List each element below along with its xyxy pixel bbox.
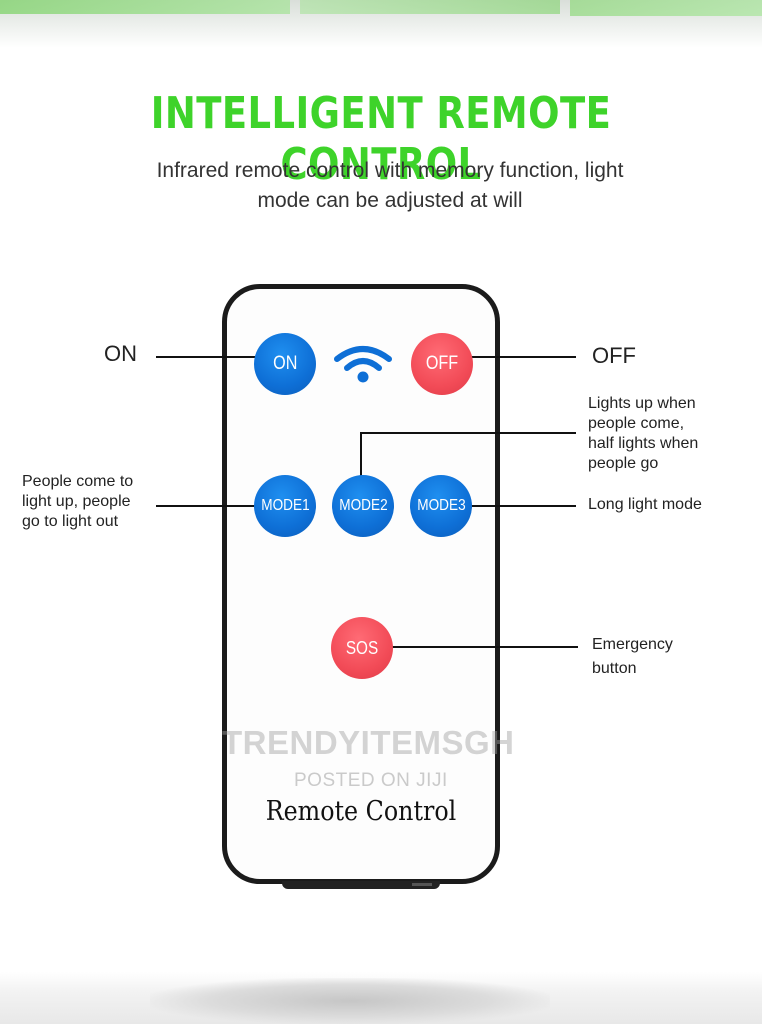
leader-line-mode2-vertical bbox=[360, 433, 362, 483]
callout-mode2-line-1: Lights up when bbox=[588, 395, 696, 412]
leader-line-mode1 bbox=[156, 505, 256, 507]
leader-line-mode2-horizontal bbox=[360, 432, 576, 434]
callout-sos-line-2: button bbox=[592, 660, 637, 677]
callout-mode3: Long light mode bbox=[588, 496, 702, 513]
remote-notch bbox=[412, 883, 432, 886]
leader-line-mode3 bbox=[470, 505, 576, 507]
callout-mode1-line-3: go to light out bbox=[22, 513, 119, 530]
off-button[interactable]: OFF bbox=[411, 333, 473, 395]
leader-line-sos bbox=[390, 646, 578, 648]
remote-label: Remote Control bbox=[265, 796, 457, 827]
callout-on: ON bbox=[104, 341, 137, 366]
callout-mode2: Lights up when people come, half lights … bbox=[588, 394, 698, 474]
top-strip-green-3 bbox=[570, 0, 762, 16]
leader-line-on bbox=[156, 356, 260, 358]
callout-mode1-line-1: People come to bbox=[22, 473, 134, 490]
sos-button[interactable]: SOS bbox=[331, 617, 393, 679]
subline-line-2: mode can be adjusted at will bbox=[257, 189, 523, 212]
mode1-button-label: MODE1 bbox=[260, 497, 310, 514]
mode2-button[interactable]: MODE2 bbox=[332, 475, 394, 537]
callout-mode2-line-2: people come, bbox=[588, 415, 685, 432]
top-strip-green-1 bbox=[0, 0, 290, 14]
watermark-brand: TRENDYITEMSGH bbox=[222, 724, 515, 761]
mode3-button[interactable]: MODE3 bbox=[410, 475, 472, 537]
bottom-product-shadow bbox=[150, 978, 550, 1024]
subline: Infrared remote control with memory func… bbox=[60, 156, 720, 216]
bottom-product-strip bbox=[0, 972, 762, 1024]
callout-mode1: People come to light up, people go to li… bbox=[22, 472, 133, 532]
mode2-button-label: MODE2 bbox=[338, 497, 388, 514]
mode3-button-label: MODE3 bbox=[416, 497, 466, 514]
on-button[interactable]: ON bbox=[254, 333, 316, 395]
remote-foot bbox=[282, 881, 440, 889]
off-button-label: OFF bbox=[425, 353, 459, 374]
callout-mode1-line-2: light up, people bbox=[22, 493, 131, 510]
callout-sos-line-1: Emergency bbox=[592, 636, 673, 653]
callout-sos: Emergency button bbox=[592, 633, 673, 681]
callout-mode2-line-3: half lights when bbox=[588, 435, 699, 452]
on-button-label: ON bbox=[272, 353, 298, 374]
leader-line-off bbox=[470, 356, 576, 358]
headline: INTELLIGENT REMOTE CONTROL bbox=[150, 88, 612, 190]
subline-line-1: Infrared remote control with memory func… bbox=[156, 159, 624, 182]
top-banner-strip bbox=[0, 0, 762, 48]
sos-button-label: SOS bbox=[345, 637, 379, 658]
callout-mode2-line-4: people go bbox=[588, 455, 659, 472]
wifi-signal-icon bbox=[334, 346, 392, 383]
mode1-button[interactable]: MODE1 bbox=[254, 475, 316, 537]
watermark-posted: POSTED ON JIJI bbox=[294, 770, 448, 791]
callout-off: OFF bbox=[592, 343, 636, 368]
top-strip-green-2 bbox=[300, 0, 560, 14]
